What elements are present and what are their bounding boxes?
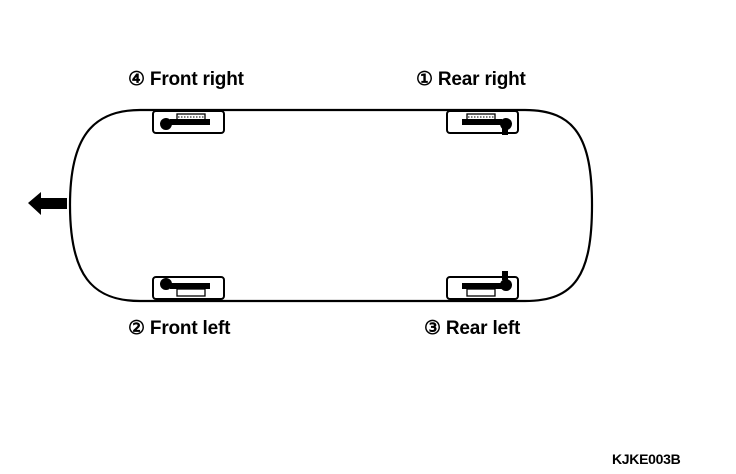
tire-pressure-sensor-icon-rear-left (446, 271, 519, 300)
label-rear-right: ① Rear right (416, 69, 526, 90)
arrow-left-icon (28, 192, 67, 215)
label-front-left: ② Front left (128, 318, 231, 339)
label-rear-left: ③ Rear left (424, 318, 521, 339)
tire-pressure-sensor-icon-front-left (152, 276, 225, 300)
label-front-right: ④ Front right (128, 69, 244, 90)
tire-pressure-sensor-icon-front-right (152, 110, 225, 134)
tire-pressure-sensor-icon-rear-right (446, 110, 519, 135)
vehicle-body-outline (68, 108, 594, 303)
figure-code: KJKE003B (612, 451, 681, 467)
